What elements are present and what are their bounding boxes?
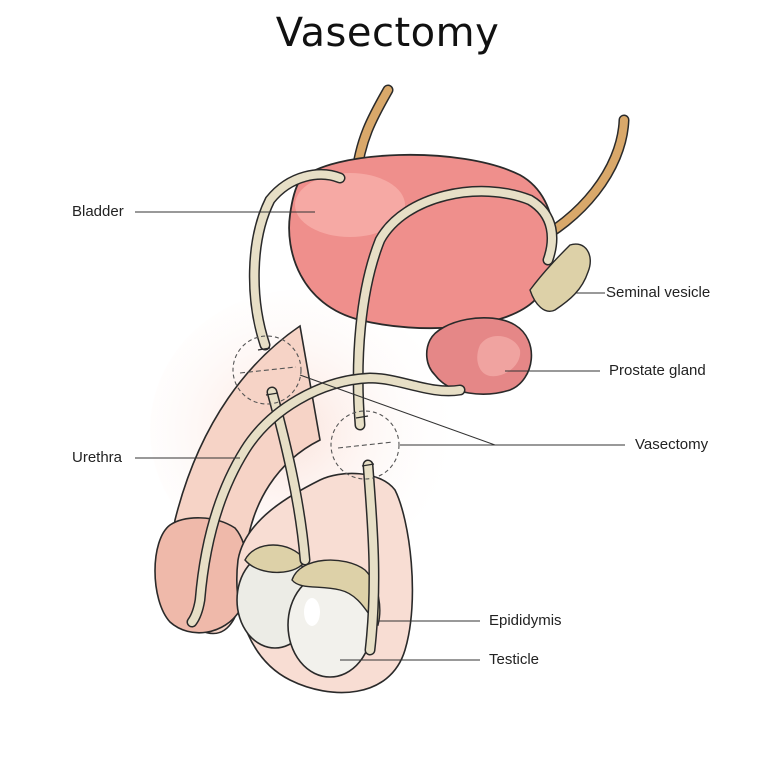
seminal-vesicle [529,243,591,312]
prostate-highlight [477,335,521,377]
label-seminal-vesicle: Seminal vesicle [606,284,711,301]
vasectomy-cut-right [337,441,394,449]
bladder-highlight [295,173,405,237]
label-vasectomy: Vasectomy [635,436,709,453]
cut-markers [257,347,375,467]
label-prostate-gland: Prostate gland [609,362,706,379]
vasectomy-cut-left [239,366,297,374]
vas-deferens-right [354,187,556,654]
label-epididymis: Epididymis [489,612,562,629]
leader-lines [135,211,625,661]
vasectomy-site-right [330,410,400,480]
label-testicle: Testicle [489,651,540,668]
testicle-highlight [304,598,320,626]
urethra [188,373,464,626]
label-urethra: Urethra [72,449,123,466]
label-bladder: Bladder [72,203,124,220]
diagram-title: Vasectomy [275,10,500,56]
vasectomy-site-left [232,335,302,405]
front-epididymis [291,559,381,627]
